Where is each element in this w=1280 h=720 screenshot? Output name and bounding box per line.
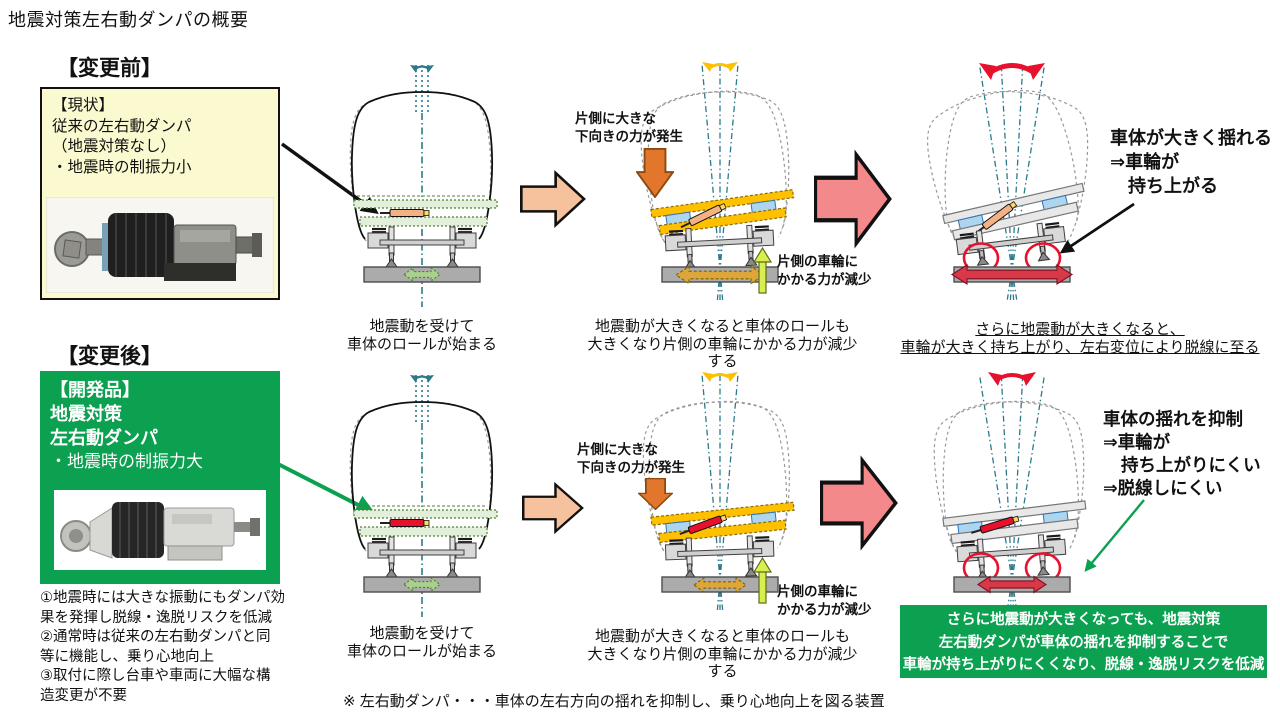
after-info-line1: 【開発品】 xyxy=(50,380,140,400)
block-arrow-icon xyxy=(814,149,892,249)
after-result-line2: ⇒車輪が xyxy=(1103,432,1171,452)
before-info-line3: （地震対策なし） xyxy=(52,138,177,155)
green-caption-line1: さらに地震動が大きくなっても、地震対策 xyxy=(946,612,1221,628)
block-arrow-icon xyxy=(520,170,586,228)
down-force-arrow-icon xyxy=(635,148,675,199)
before-result-line2: ⇒車輪が xyxy=(1110,152,1180,172)
note-line-1: ①地震時には大きな振動にもダンパ効 xyxy=(40,590,285,606)
after-downforce-label: 片側に大きな 下向きの力が発生 xyxy=(577,441,685,476)
before-caption2-line1: 地震動が大きくなると車体のロールも xyxy=(594,318,850,335)
flow-arrow-3 xyxy=(522,480,584,536)
pointer-arrow-black-wheel xyxy=(1048,196,1140,267)
before-caption1: 地震動を受けて 車体のロールが始まる xyxy=(322,318,522,353)
after-info-line4: ・地震時の制振力大 xyxy=(50,452,203,471)
train-diagram-before-step2 xyxy=(630,55,810,320)
train-diagram-after-step3 xyxy=(922,365,1102,630)
after-caption2: 地震動が大きくなると車体のロールも 大きくなり片側の車輪にかかる力が減少する xyxy=(585,628,860,681)
before-caption3-line2: 車輪が大きく持ち上がり、左右変位により脱線に至る xyxy=(900,338,1260,356)
before-caption2: 地震動が大きくなると車体のロールも 大きくなり片側の車輪にかかる力が減少する xyxy=(585,318,860,371)
after-result-annotation: 車体の揺れを抑制 ⇒車輪が 持ち上がりにくい ⇒脱線しにくい xyxy=(1103,408,1261,500)
footnote: ※ 左右動ダンパ・・・車体の左右方向の揺れを抑制し、乗り心地向上を図る装置 xyxy=(343,693,885,710)
developed-damper-photo-svg xyxy=(54,490,266,570)
note-line-4: 等に機能し、乗り心地向上 xyxy=(40,648,214,665)
after-green-caption-box: さらに地震動が大きくなっても、地震対策 左右動ダンパが車体の揺れを抑制することで… xyxy=(900,605,1267,678)
before-info-line1: 【現状】 xyxy=(52,97,115,114)
page-title: 地震対策左右動ダンパの概要 xyxy=(8,10,249,30)
train-cross-section-svg xyxy=(642,372,795,610)
pointer-arrow-icon xyxy=(1059,202,1135,254)
down-arrow-icon xyxy=(635,148,675,199)
train-diagram-after-step2 xyxy=(630,365,810,630)
train-cross-section-svg xyxy=(349,65,498,307)
flow-arrow-1 xyxy=(520,168,586,230)
pointer-arrow-green-after xyxy=(274,456,390,527)
before-downforce-line2: 下向きの力が発生 xyxy=(575,128,683,144)
conventional-damper-photo xyxy=(45,196,275,294)
flow-arrow-2 xyxy=(814,146,892,252)
before-downforce-label: 片側に大きな 下向きの力が発生 xyxy=(575,110,683,145)
train-cross-section-svg xyxy=(640,62,795,300)
before-info-line2: 従来の左右動ダンパ xyxy=(52,117,192,135)
down-arrow-icon xyxy=(637,478,674,511)
before-caption1-line2: 車体のロールが始まる xyxy=(346,335,497,353)
after-caption1: 地震動を受けて 車体のロールが始まる xyxy=(322,625,522,660)
after-caption1-line1: 地震動を受けて xyxy=(369,625,475,642)
after-downforce-line2: 下向きの力が発生 xyxy=(577,459,685,475)
after-notes-list: ①地震時には大きな振動にもダンパ効 果を発揮し脱線・逸脱リスクを低減 ②通常時は… xyxy=(40,589,285,706)
after-caption2-line2: 大きくなり片側の車輪にかかる力が減少する xyxy=(587,645,858,681)
after-caption1-line2: 車体のロールが始まる xyxy=(346,642,497,660)
before-result-line1: 車体が大きく揺れる xyxy=(1110,128,1272,148)
train-diagram-after-step1 xyxy=(332,365,512,630)
green-caption-line2: 左右動ダンパが車体の揺れを抑制することで xyxy=(938,634,1229,651)
after-caption2-line1: 地震動が大きくなると車体のロールも xyxy=(594,628,850,645)
pointer-arrow-icon xyxy=(1084,499,1145,572)
before-heading: 【変更前】 xyxy=(57,57,162,80)
train-cross-section-svg xyxy=(933,372,1087,610)
before-caption1-line1: 地震動を受けて xyxy=(369,318,475,335)
after-heading: 【変更後】 xyxy=(57,345,162,368)
after-result-line1: 車体の揺れを抑制 xyxy=(1103,409,1243,429)
before-wheel-line1: 片側の車輪に xyxy=(777,254,858,269)
block-arrow-icon xyxy=(522,481,584,535)
note-line-3: ②通常時は従来の左右動ダンパと同 xyxy=(40,629,271,645)
developed-damper-photo xyxy=(54,490,266,570)
before-info-box: 【現状】 従来の左右動ダンパ （地震対策なし） ・地震時の制振力小 xyxy=(40,87,280,300)
after-wheel-line2: かかる力が減少 xyxy=(777,601,872,617)
before-downforce-line1: 片側に大きな xyxy=(575,111,656,126)
after-info-box: 【開発品】 地震対策 左右動ダンパ ・地震時の制振力大 xyxy=(40,371,280,584)
train-cross-section-svg xyxy=(927,63,1089,300)
before-caption3: さらに地震動が大きくなると、 車輪が大きく持ち上がり、左右変位により脱線に至る xyxy=(900,321,1260,356)
pointer-arrow-green-wheel xyxy=(1074,494,1150,585)
train-diagram-before-step1 xyxy=(332,55,512,320)
before-caption3-line1: さらに地震動が大きくなると、 xyxy=(975,321,1185,338)
before-info-line4: ・地震時の制振力小 xyxy=(52,158,192,176)
after-wheel-line1: 片側の車輪に xyxy=(777,584,858,599)
train-cross-section-svg xyxy=(349,375,498,617)
block-arrow-icon xyxy=(820,455,898,551)
note-line-5: ③取付に際し台車や車両に大幅な構 xyxy=(40,668,271,684)
after-result-line4: ⇒脱線しにくい xyxy=(1103,478,1223,498)
after-info-line2: 地震対策 xyxy=(50,404,122,424)
before-wheel-line2: かかる力が減少 xyxy=(777,271,872,287)
green-caption-line3: 車輪が持ち上がりにくくなり、脱線・逸脱リスクを低減 xyxy=(902,657,1265,673)
pointer-arrow-icon xyxy=(277,462,376,514)
before-result-line3: 持ち上がる xyxy=(1128,176,1218,196)
train-diagram-before-step3 xyxy=(922,55,1102,320)
before-result-annotation: 車体が大きく揺れる ⇒車輪が 持ち上がる xyxy=(1110,126,1272,198)
after-result-line3: 持ち上がりにくい xyxy=(1121,455,1261,475)
after-info-line3: 左右動ダンパ xyxy=(50,428,158,448)
before-wheel-label: 片側の車輪に かかる力が減少 xyxy=(777,253,872,288)
after-wheel-label: 片側の車輪に かかる力が減少 xyxy=(777,583,872,618)
flow-arrow-4 xyxy=(820,452,898,554)
down-force-arrow-icon-2 xyxy=(637,478,674,511)
conventional-damper-photo-svg xyxy=(45,196,275,294)
note-line-6: 造変更が不要 xyxy=(40,687,127,704)
note-line-2: 果を発揮し脱線・逸脱リスクを低減 xyxy=(40,609,272,626)
after-downforce-line1: 片側に大きな xyxy=(577,442,658,457)
before-caption2-line2: 大きくなり片側の車輪にかかる力が減少する xyxy=(587,335,858,371)
